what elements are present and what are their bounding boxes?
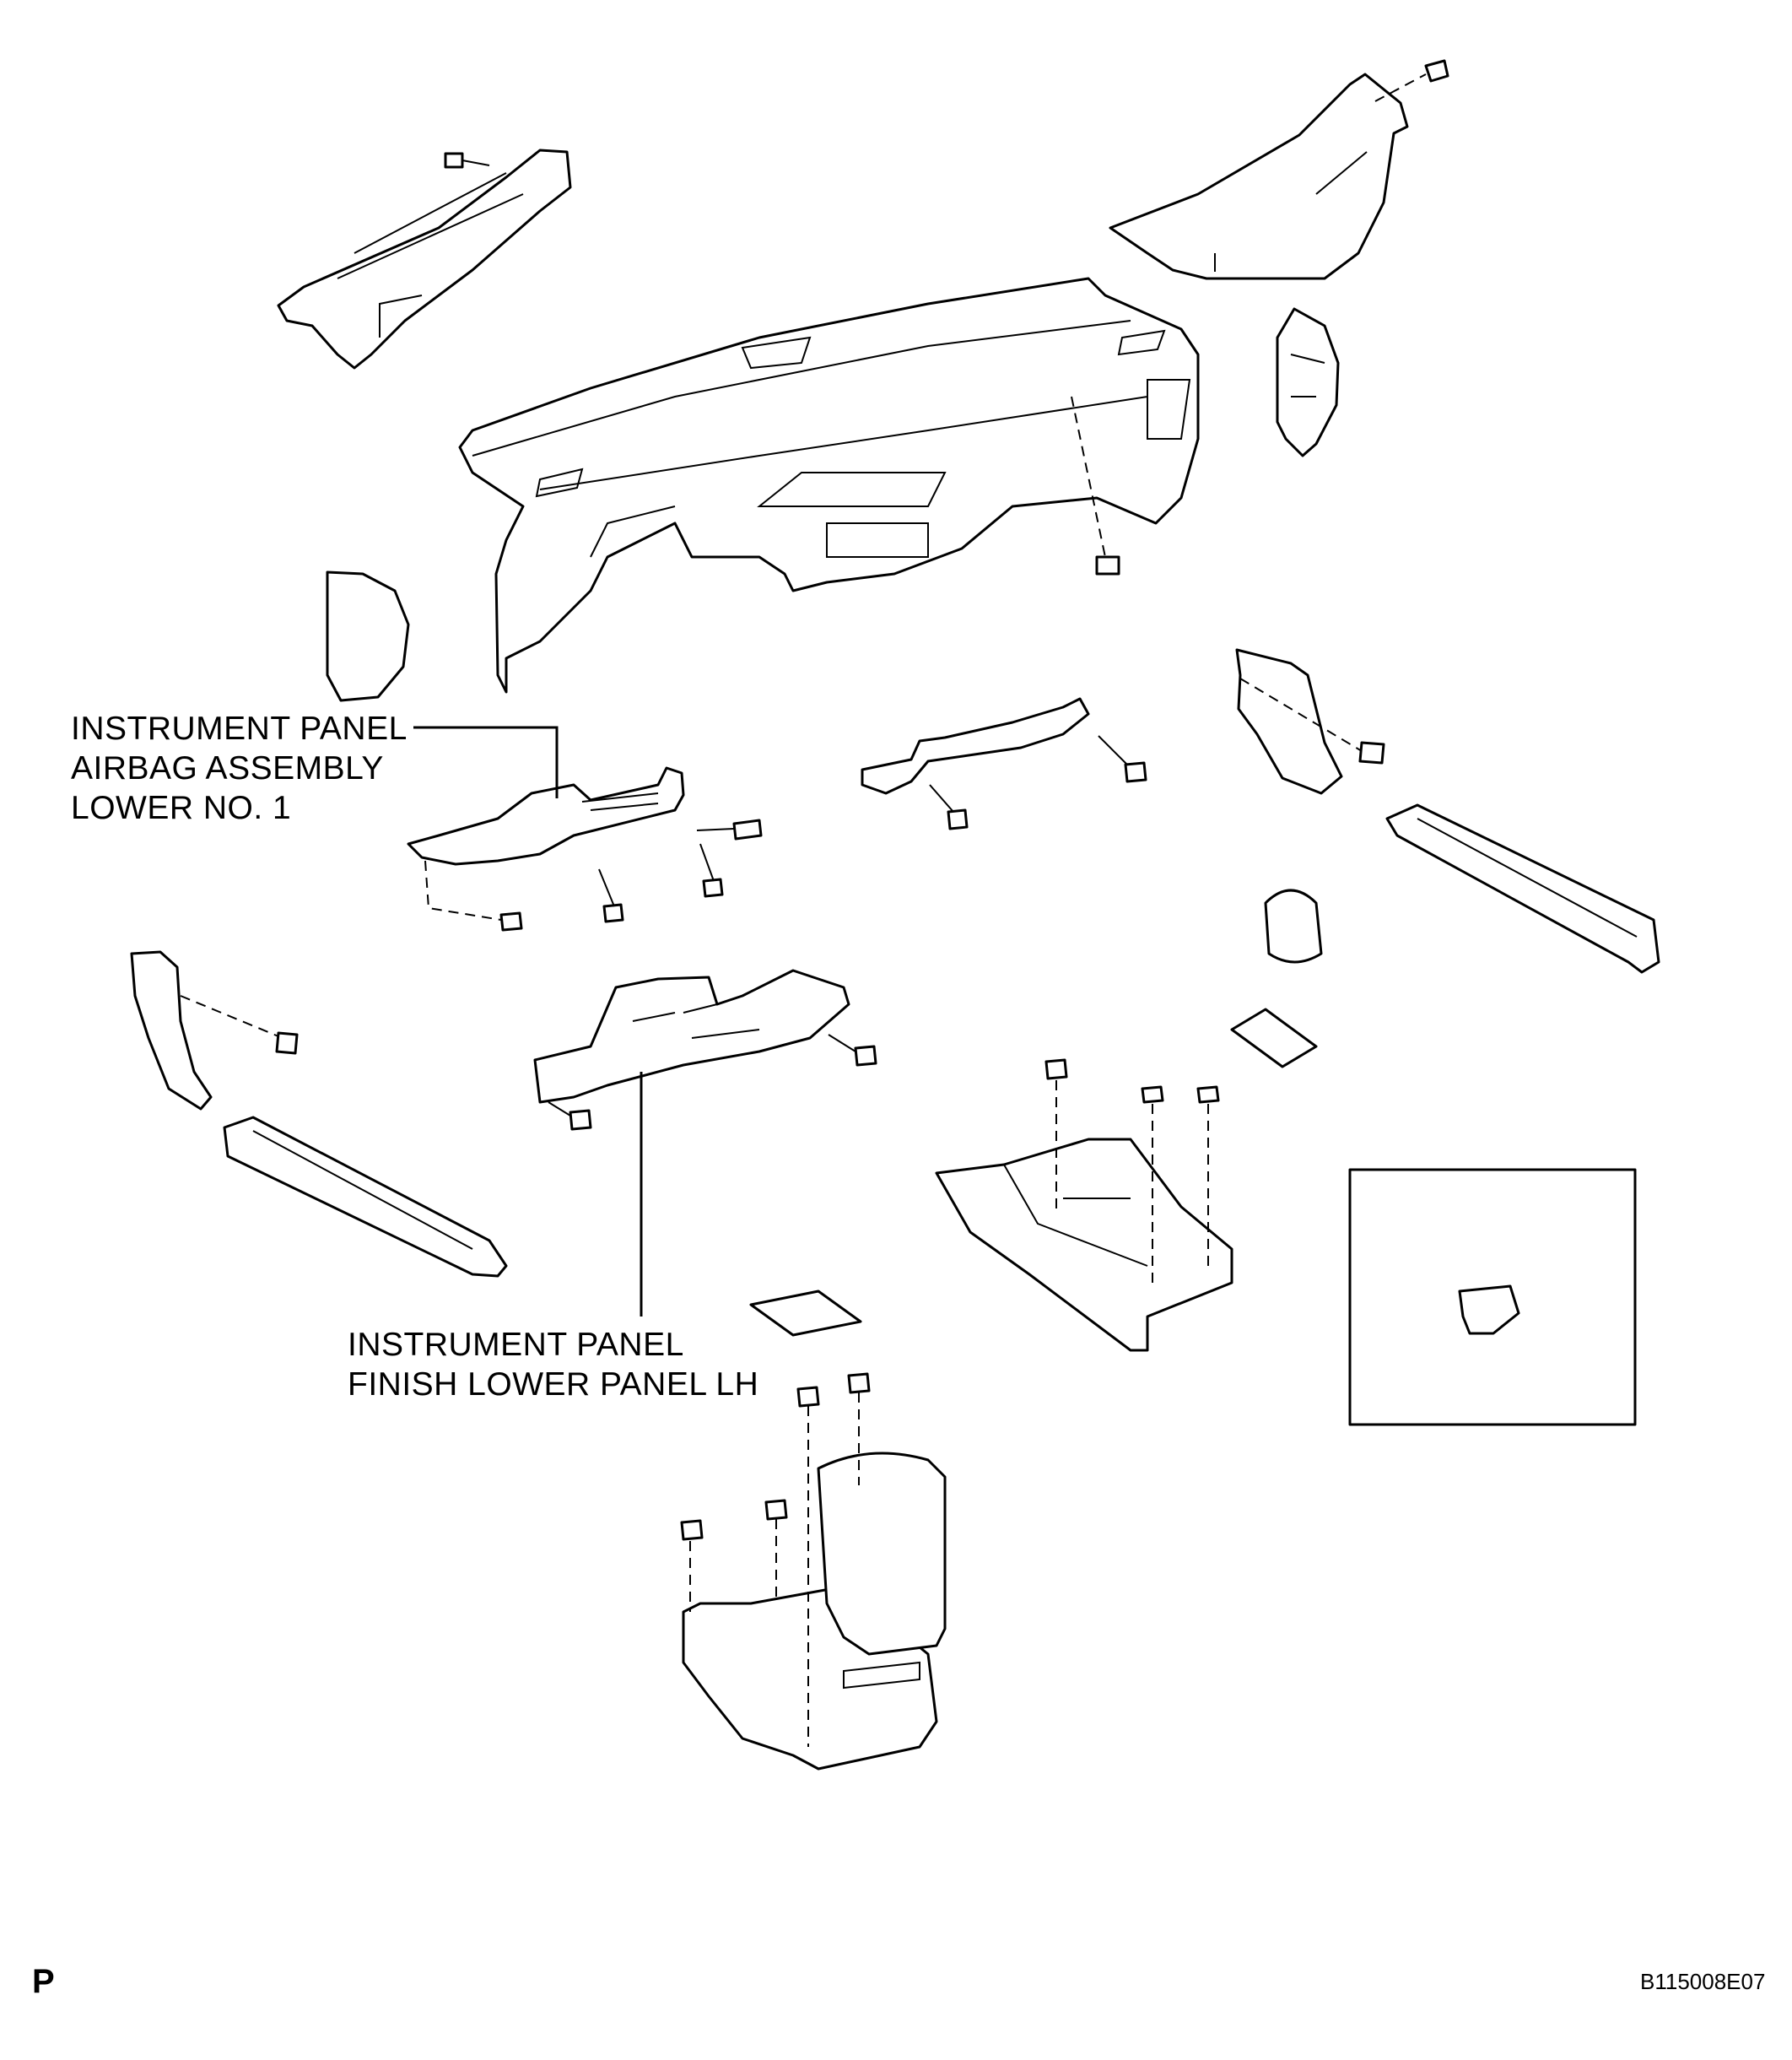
door-scuff-plate-lh xyxy=(223,1116,508,1278)
front-pillar-garnish-rh xyxy=(1109,73,1409,280)
screw-icon xyxy=(1098,735,1147,783)
rear-console-box xyxy=(682,1452,947,1771)
bolt-icon xyxy=(796,1386,820,1747)
airbag-lower-no1-label: INSTRUMENT PANEL AIRBAG ASSEMBLY LOWER N… xyxy=(71,709,408,828)
clip-icon xyxy=(444,152,490,169)
door-scuff-plate-rh xyxy=(1385,803,1660,974)
nut-icon xyxy=(1196,1085,1220,1266)
airbag-assembly-lower-no1 xyxy=(407,766,685,866)
bolt-icon xyxy=(699,843,724,898)
label-line: AIRBAG ASSEMBLY xyxy=(71,750,384,787)
bolt-icon xyxy=(424,860,523,932)
label-line: INSTRUMENT PANEL xyxy=(348,1327,684,1363)
clip-icon xyxy=(180,995,299,1055)
instrument-side-panel-rh xyxy=(1276,307,1340,457)
shift-lever-knob xyxy=(1264,889,1323,964)
figure-code: B115008E07 xyxy=(1640,1969,1766,1994)
front-pillar-garnish-lh xyxy=(277,149,572,370)
page-letter: P xyxy=(32,1963,55,2000)
bolt-icon xyxy=(847,1372,871,1485)
clip-icon xyxy=(1239,678,1385,765)
clip-icon xyxy=(1071,396,1120,576)
lower-center-panel xyxy=(861,697,1090,795)
cowl-side-trim-lh xyxy=(130,950,213,1111)
nut-icon xyxy=(1141,1085,1164,1283)
label-line: FINISH LOWER PANEL LH xyxy=(348,1366,759,1403)
screw-icon xyxy=(828,1034,877,1067)
instrument-side-panel-lh xyxy=(326,570,410,702)
cowl-side-trim-rh xyxy=(1235,648,1343,795)
finish-lower-panel-lh xyxy=(533,969,850,1104)
bolt-icon xyxy=(764,1499,788,1603)
label-line: INSTRUMENT PANEL xyxy=(71,711,408,747)
console-box xyxy=(935,1138,1233,1352)
console-mat xyxy=(749,1290,862,1337)
bolt-icon xyxy=(1044,1058,1068,1215)
finish-lower-panel-lh-label: INSTRUMENT PANEL FINISH LOWER PANEL LH xyxy=(348,1325,758,1404)
bolt-icon xyxy=(548,1101,592,1131)
bolt-icon xyxy=(598,868,624,923)
bolt-icon xyxy=(696,819,763,841)
instrument-panel-sub-assembly xyxy=(458,277,1200,694)
console-upper-plate xyxy=(1230,1008,1318,1068)
leader-line-airbag-lower xyxy=(413,726,559,798)
detail-view-box xyxy=(1348,1168,1637,1426)
clip-icon xyxy=(1374,59,1449,102)
screw-icon xyxy=(929,784,969,830)
bolt-icon xyxy=(680,1519,704,1612)
label-line: LOWER NO. 1 xyxy=(71,790,292,826)
